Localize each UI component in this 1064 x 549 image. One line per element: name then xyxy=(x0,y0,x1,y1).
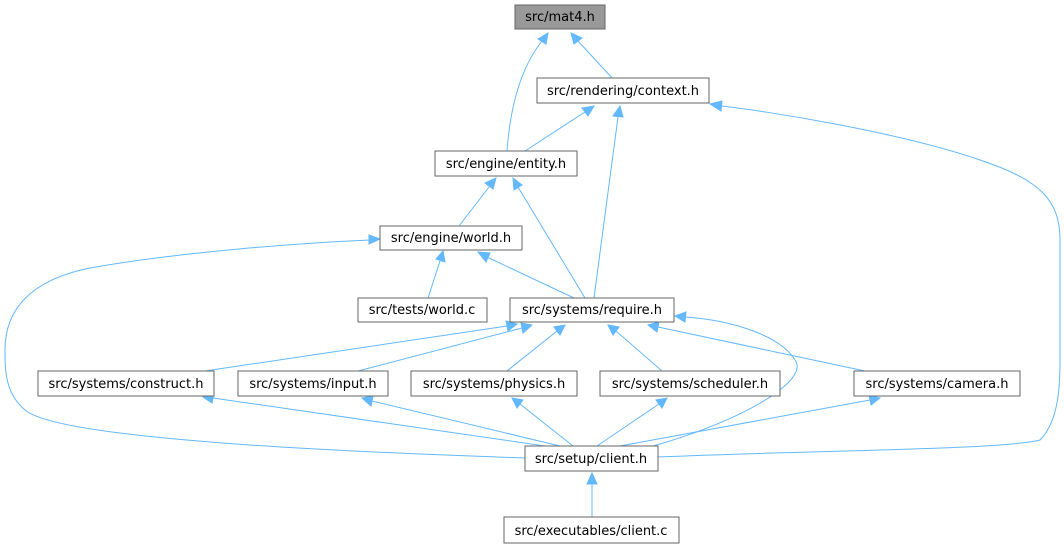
edge-physics-to-require xyxy=(506,330,558,372)
edge-world-to-entity xyxy=(458,186,490,227)
edge-arrowhead xyxy=(435,249,446,263)
edge-entity-to-context xyxy=(524,111,586,152)
node-input[interactable]: src/systems/input.h xyxy=(237,370,389,397)
node-entity[interactable]: src/engine/entity.h xyxy=(434,150,578,177)
node-label-input: src/systems/input.h xyxy=(249,377,376,392)
node-label-context: src/rendering/context.h xyxy=(547,84,699,99)
node-scheduler[interactable]: src/systems/scheduler.h xyxy=(599,370,781,397)
edge-arrowhead xyxy=(708,100,723,112)
edge-arrowhead xyxy=(607,324,620,336)
edge-clienth-to-physics xyxy=(519,403,574,447)
node-physics[interactable]: src/systems/physics.h xyxy=(410,370,578,397)
edge-arrowhead xyxy=(484,177,497,190)
node-client-h[interactable]: src/setup/client.h xyxy=(524,445,659,472)
edge-arrowhead xyxy=(586,471,598,485)
edge-arrowhead xyxy=(520,322,534,334)
edge-clienth-to-context xyxy=(656,105,1061,458)
edge-clienth-to-scheduler xyxy=(596,403,660,447)
edge-arrowhead xyxy=(512,176,523,191)
edge-arrowhead xyxy=(368,234,382,245)
edge-clienth-to-input xyxy=(371,400,561,447)
node-label-require: src/systems/require.h xyxy=(522,303,662,318)
edge-arrowhead xyxy=(646,321,660,333)
edge-construct-to-require xyxy=(204,325,508,372)
edge-clienth-to-construct xyxy=(212,397,546,447)
node-label-physics: src/systems/physics.h xyxy=(423,377,565,392)
edge-arrowhead xyxy=(537,32,549,45)
node-client-c[interactable]: src/executables/client.c xyxy=(503,516,680,544)
edge-arrowhead xyxy=(360,395,374,407)
edge-arrowhead xyxy=(655,397,668,409)
edge-input-to-require xyxy=(357,327,523,372)
node-construct[interactable]: src/systems/construct.h xyxy=(37,370,215,397)
node-label-client-h: src/setup/client.h xyxy=(535,452,647,467)
node-label-scheduler: src/systems/scheduler.h xyxy=(612,377,768,392)
node-label-client-c: src/executables/client.c xyxy=(515,524,668,539)
edge-require-to-world xyxy=(486,256,575,299)
edge-arrowhead xyxy=(570,32,583,45)
edge-arrowhead xyxy=(476,251,491,263)
node-label-entity: src/engine/entity.h xyxy=(446,157,566,172)
edge-arrowhead xyxy=(553,324,566,336)
edge-arrowhead xyxy=(581,105,595,117)
edge-context-to-mat4 xyxy=(577,40,614,80)
node-camera[interactable]: src/systems/camera.h xyxy=(853,370,1021,397)
edge-require-to-entity xyxy=(517,186,586,299)
node-require[interactable]: src/systems/require.h xyxy=(509,297,675,323)
edge-arrowhead xyxy=(673,311,687,323)
edge-arrowhead xyxy=(612,104,624,118)
node-label-tests-world: src/tests/world.c xyxy=(369,303,476,318)
node-label-construct: src/systems/construct.h xyxy=(49,377,204,392)
edge-camera-to-require xyxy=(657,326,866,372)
edges xyxy=(4,32,1061,517)
node-label-mat4: src/mat4.h xyxy=(525,10,595,25)
edge-entity-to-mat4 xyxy=(506,40,543,152)
edge-testsworld-to-world xyxy=(427,260,441,299)
edge-clienth-to-camera xyxy=(619,399,871,447)
edge-scheduler-to-require xyxy=(615,330,663,372)
node-label-camera: src/systems/camera.h xyxy=(866,377,1009,392)
edge-arrowhead xyxy=(511,397,524,409)
node-tests-world[interactable]: src/tests/world.c xyxy=(357,297,488,323)
node-mat4[interactable]: src/mat4.h xyxy=(514,4,606,30)
node-label-world: src/engine/world.h xyxy=(391,231,511,246)
nodes: src/mat4.h src/rendering/context.h src/e… xyxy=(37,4,1021,544)
edge-clienth-to-world xyxy=(4,239,526,459)
edge-require-to-context xyxy=(593,116,619,299)
node-context[interactable]: src/rendering/context.h xyxy=(536,77,710,104)
node-world[interactable]: src/engine/world.h xyxy=(379,225,523,251)
edge-clienth-to-require xyxy=(652,316,798,447)
